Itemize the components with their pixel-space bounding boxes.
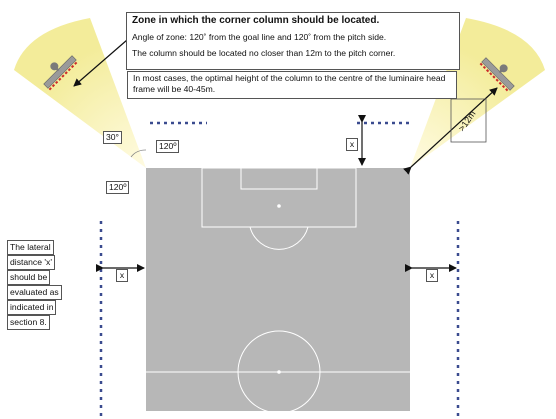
left-corner-zone xyxy=(14,18,146,168)
goal-area xyxy=(240,167,318,190)
angle-30-label: 30° xyxy=(103,131,122,144)
penalty-spot xyxy=(277,204,281,208)
lateral-note-line: section 8. xyxy=(7,315,50,330)
lateral-distance-note: The lateral distance 'x' should be evalu… xyxy=(7,240,65,330)
right-luminaire-icon xyxy=(479,57,515,93)
penalty-arc xyxy=(249,226,309,250)
angle-arc xyxy=(130,149,147,158)
pitch xyxy=(146,168,410,411)
lateral-note-line: indicated in xyxy=(7,300,57,315)
lateral-note-line: distance 'x' xyxy=(7,255,55,270)
angle-120-top-label: 120º xyxy=(156,140,180,153)
zone-pointer-arrow xyxy=(73,39,128,87)
x-label-left: x xyxy=(116,269,128,282)
distance-arrow xyxy=(403,87,498,175)
x-label-top: x xyxy=(346,138,358,151)
lateral-note-line: evaluated as xyxy=(7,285,62,300)
zone-distance-text: The column should be located no closer t… xyxy=(132,48,396,58)
left-luminaire-icon xyxy=(43,55,79,91)
zone-info-title: Zone in which the corner column should b… xyxy=(132,15,380,26)
angle-120-left-label: 120º xyxy=(106,181,130,194)
column-height-note: In most cases, the optimal height of the… xyxy=(127,71,457,99)
zone-angle-text: Angle of zone: 120˚ from the goal line a… xyxy=(132,32,387,42)
lateral-note-line: The lateral xyxy=(7,240,54,255)
lateral-note-line: should be xyxy=(7,270,51,285)
x-label-right: x xyxy=(426,269,438,282)
zone-info-box: Zone in which the corner column should b… xyxy=(126,12,460,70)
